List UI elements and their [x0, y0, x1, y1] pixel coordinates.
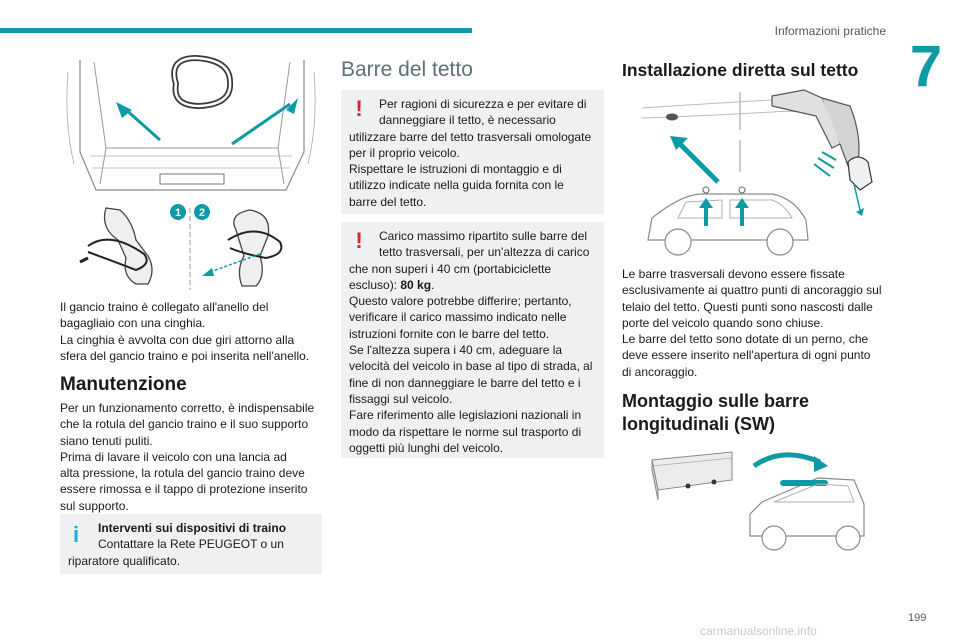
callout-1: 1 [175, 207, 181, 219]
text-line: velocità del veicolo in base al tipo di … [349, 359, 593, 374]
text-line: fine di non danneggiare le barre del tet… [349, 375, 581, 390]
callout-2-icon [194, 204, 210, 220]
heading-barre-del-tetto: Barre del tetto [341, 58, 473, 81]
warning-exclamation-icon: ! [355, 228, 363, 253]
text-line: Rispettare le istruzioni di montaggio e … [349, 162, 562, 177]
text-line: Carico massimo ripartito sulle barre del [379, 229, 588, 243]
info-i-icon: i [72, 522, 80, 547]
callout-2: 2 [199, 207, 205, 219]
tow-strap-intro: Il gancio traino è collegato all'anello … [60, 299, 322, 364]
text-line: La cinghia è avvolta con due giri attorn… [60, 332, 295, 347]
warning-exclamation-icon: ! [355, 96, 363, 121]
text-line: Fare riferimento alle legislazioni nazio… [349, 408, 582, 423]
longitudinal-bars-illustration [651, 451, 865, 551]
text-line: utilizzo indicate nella guida fornita co… [349, 178, 564, 193]
text-line: sfera del gancio traino e poi inserita n… [60, 348, 310, 363]
text-line: tetto trasversali, per un'altezza di car… [379, 245, 590, 260]
text-line: alta pressione, la rotula del gancio tra… [60, 466, 305, 481]
text-line: sul supporto. [60, 498, 129, 513]
info-title: Interventi sui dispositivi di traino [98, 521, 287, 535]
maintenance-text: Per un funzionamento corretto, è indispe… [60, 400, 322, 514]
tow-ball-strap-illustration: 1 2 [79, 204, 283, 290]
warning-box-max-load: ! Carico massimo ripartito sulle barre d… [341, 222, 604, 458]
text-line: siano tenuti puliti. [60, 433, 153, 448]
text-line: utilizzare barre del tetto trasversali o… [349, 129, 592, 144]
watermark: carmanualsonline.info [700, 624, 817, 638]
section-title: Informazioni pratiche [774, 24, 886, 38]
text-line: barre del tetto. [349, 194, 427, 209]
text-line: Le barre trasversali devono essere fissa… [622, 267, 845, 281]
max-load-value: 80 kg [400, 277, 432, 292]
text-line: di ancoraggio. [622, 364, 698, 379]
text-line: Per ragioni di sicurezza e per evitare d… [379, 97, 587, 111]
heading-montaggio-sw: Montaggio sulle barre longitudinali (SW) [622, 391, 810, 434]
trunk-strap-illustration [66, 54, 316, 191]
roof-anchor-illustration [641, 89, 873, 256]
page-number: 199 [908, 612, 927, 624]
text-line: riparatore qualificato. [68, 553, 181, 568]
text-line: che non superi i 40 cm (portabiciclette [349, 261, 552, 276]
warning-box-safety: ! Per ragioni di sicurezza e per evitare… [341, 90, 604, 214]
installation-text: Le barre trasversali devono essere fissa… [622, 266, 888, 380]
text-line: istruzioni fornite con le barre del tett… [349, 326, 550, 341]
chapter-number: 7 [909, 34, 943, 99]
text-line: verificare il carico massimo indicato ne… [349, 310, 567, 325]
text-line: Contattare la Rete PEUGEOT o un [98, 537, 284, 552]
text-line: per il proprio veicolo. [349, 145, 460, 160]
text-line: essere rimossa e il tappo di protezione … [60, 482, 308, 497]
text-line: Se l'altezza supera i 40 cm, adeguare la [349, 343, 563, 358]
heading-manutenzione: Manutenzione [60, 374, 187, 395]
text-line: oggetti più lunghi del veicolo. [349, 440, 504, 455]
callout-1-icon [170, 204, 186, 220]
text-line: esclusivamente ai quattro punti di ancor… [622, 283, 882, 298]
text-line: bagagliaio con una cinghia. [60, 316, 206, 331]
info-box-towing: i Interventi sui dispositivi di traino C… [60, 514, 322, 574]
text-line: modo da rispettare le norme sul trasport… [349, 424, 582, 439]
text-line: Prima di lavare il veicolo con una lanci… [60, 449, 287, 464]
text-line: Questo valore potrebbe differire; pertan… [349, 294, 572, 309]
heading-installazione-diretta: Installazione diretta sul tetto [622, 60, 859, 80]
text-line: porte del veicolo quando sono chiuse. [622, 315, 824, 330]
text-line: che la rotula del gancio traino e il suo… [60, 417, 309, 432]
text-line: danneggiare il tetto, è necessario [379, 113, 556, 128]
text-line: Per un funzionamento corretto, è indispe… [60, 401, 315, 415]
text-line: fissaggi sul veicolo. [349, 391, 453, 406]
text-line: Il gancio traino è collegato all'anello … [60, 300, 269, 314]
text-line: Le barre del tetto sono dotate di un per… [622, 332, 869, 347]
max-load-line: escluso): 80 kg. [349, 277, 435, 292]
text-line: telaio del tetto. Questi punti sono nasc… [622, 299, 873, 314]
text-line: deve essere inserito nell'apertura di og… [622, 348, 871, 363]
header-accent-bar [0, 28, 472, 33]
